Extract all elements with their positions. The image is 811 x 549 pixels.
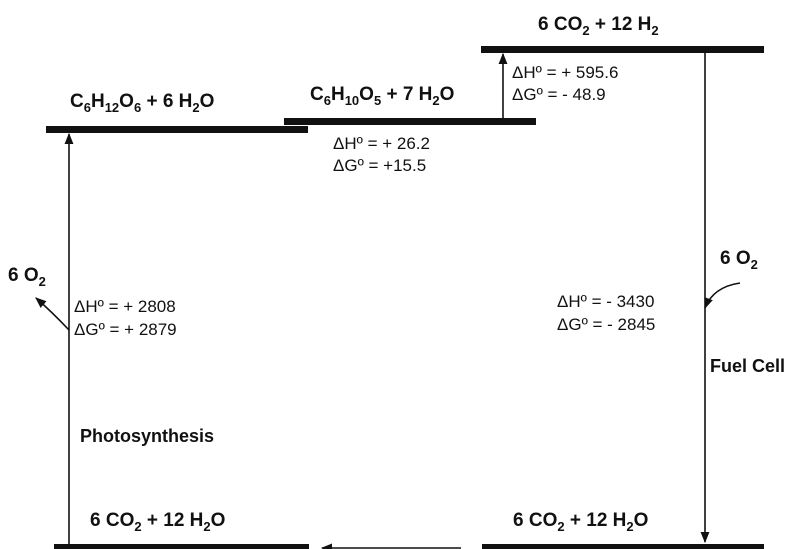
o2-release-arrow	[35, 297, 70, 331]
cellulose-level-bar	[284, 118, 536, 125]
glucose-level-bar	[46, 126, 308, 133]
o2-released-label: 6 O2	[8, 265, 46, 289]
reforming-dg: ΔGº = - 48.9	[512, 85, 606, 104]
o2-consumed-label: 6 O2	[720, 248, 758, 272]
top-level-bar	[481, 46, 764, 53]
bottom-left-label: 6 CO2 + 12 H2O	[90, 510, 225, 534]
bottom-left-level-bar	[54, 544, 309, 549]
cellulose-label: C6H10O5 + 7 H2O	[310, 84, 454, 108]
o2-intake-arrow	[704, 282, 741, 310]
fuel-cell-label: Fuel Cell	[710, 356, 785, 376]
glucose-label: C6H12O6 + 6 H2O	[70, 91, 214, 115]
bottom-right-level-bar	[482, 544, 764, 549]
reforming-dh: ΔHº = + 595.6	[512, 63, 618, 82]
photosynthesis-dg: ΔGº = + 2879	[74, 320, 177, 339]
photosynthesis-label: Photosynthesis	[80, 426, 214, 446]
fuel-cell-dg: ΔGº = - 2845	[557, 315, 655, 334]
top-level-label: 6 CO2 + 12 H2	[538, 14, 659, 38]
polymerization-dh: ΔHº = + 26.2	[333, 134, 430, 153]
polymerization-dg: ΔGº = +15.5	[333, 156, 426, 175]
bottom-right-label: 6 CO2 + 12 H2O	[513, 510, 648, 534]
photosynthesis-dh: ΔHº = + 2808	[74, 297, 176, 316]
fuel-cell-dh: ΔHº = - 3430	[557, 292, 654, 311]
